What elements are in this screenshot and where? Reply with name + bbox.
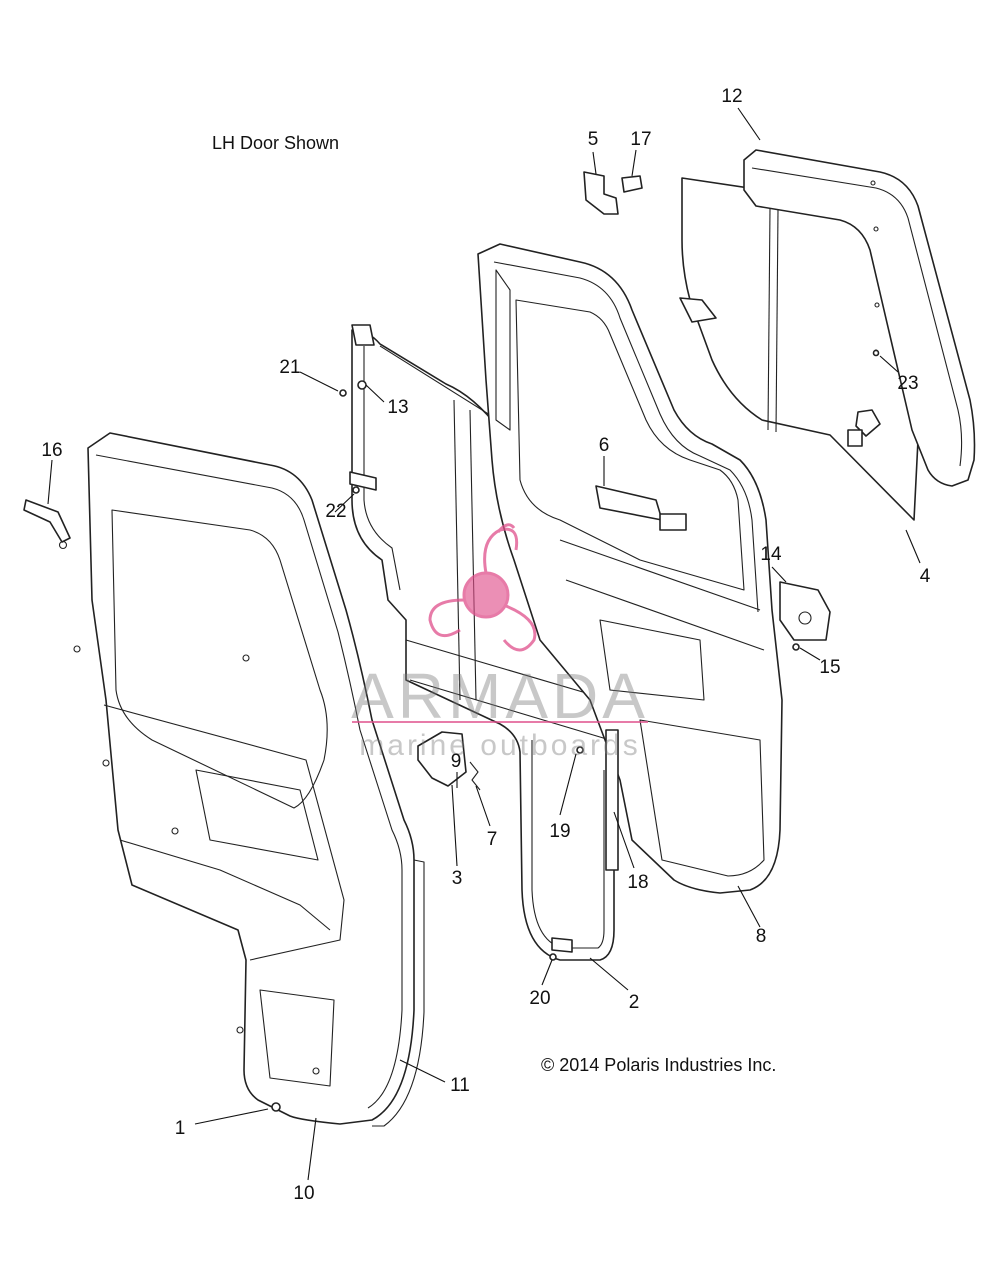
hinge-bracket-left bbox=[23, 499, 71, 550]
spring-part-7 bbox=[469, 761, 481, 791]
screw-part-19 bbox=[576, 746, 584, 754]
screw-part-1 bbox=[271, 1102, 281, 1112]
armada-watermark: ARMADA marine outboards bbox=[351, 523, 649, 762]
copyright-notice: © 2014 Polaris Industries Inc. bbox=[541, 1055, 776, 1075]
outer-door-panel bbox=[73, 432, 425, 1127]
hinge-bolts bbox=[621, 175, 643, 193]
callout-1: 1 bbox=[175, 1118, 186, 1139]
view-note: LH Door Shown bbox=[212, 133, 339, 153]
callout-2: 2 bbox=[629, 992, 640, 1013]
leader-lines bbox=[47, 107, 921, 1181]
inside-handle bbox=[595, 485, 687, 531]
fastener-part-21 bbox=[339, 389, 347, 397]
fastener-part-22 bbox=[352, 486, 360, 494]
callout-22: 22 bbox=[325, 501, 346, 522]
callout-6: 6 bbox=[599, 435, 610, 456]
callout-3: 3 bbox=[452, 868, 463, 889]
callout-7: 7 bbox=[487, 829, 498, 850]
fastener-part-23 bbox=[872, 349, 880, 357]
callout-12: 12 bbox=[721, 86, 742, 107]
callout-13: 13 bbox=[387, 397, 408, 418]
callout-17: 17 bbox=[630, 129, 651, 150]
callout-5: 5 bbox=[588, 129, 599, 150]
callout-labels: 1 2 3 4 5 6 7 8 9 10 11 12 13 14 15 16 1… bbox=[41, 86, 930, 1204]
callout-9: 9 bbox=[451, 751, 462, 772]
fastener-part-13 bbox=[357, 380, 367, 390]
seal-strip bbox=[605, 729, 619, 871]
hinge-bracket-top bbox=[583, 171, 619, 215]
armada-logo-icon bbox=[428, 523, 537, 652]
callout-16: 16 bbox=[41, 440, 62, 461]
callout-4: 4 bbox=[920, 566, 931, 587]
inner-door-panel bbox=[477, 243, 783, 894]
fastener-part-20 bbox=[549, 953, 557, 961]
callout-23: 23 bbox=[897, 373, 918, 394]
watermark-tagline: marine outboards bbox=[359, 729, 640, 762]
callout-10: 10 bbox=[293, 1183, 314, 1204]
callout-11: 11 bbox=[450, 1075, 470, 1096]
latch-assembly bbox=[779, 581, 831, 641]
callout-14: 14 bbox=[760, 544, 782, 565]
window-seal bbox=[743, 149, 976, 487]
callout-18: 18 bbox=[627, 872, 648, 893]
callout-15: 15 bbox=[819, 657, 840, 678]
callout-19: 19 bbox=[549, 821, 570, 842]
callout-21: 21 bbox=[279, 357, 300, 378]
callout-8: 8 bbox=[756, 926, 767, 947]
watermark-brand: ARMADA bbox=[351, 660, 649, 732]
callout-20: 20 bbox=[529, 988, 550, 1009]
latch-screw bbox=[792, 643, 800, 651]
